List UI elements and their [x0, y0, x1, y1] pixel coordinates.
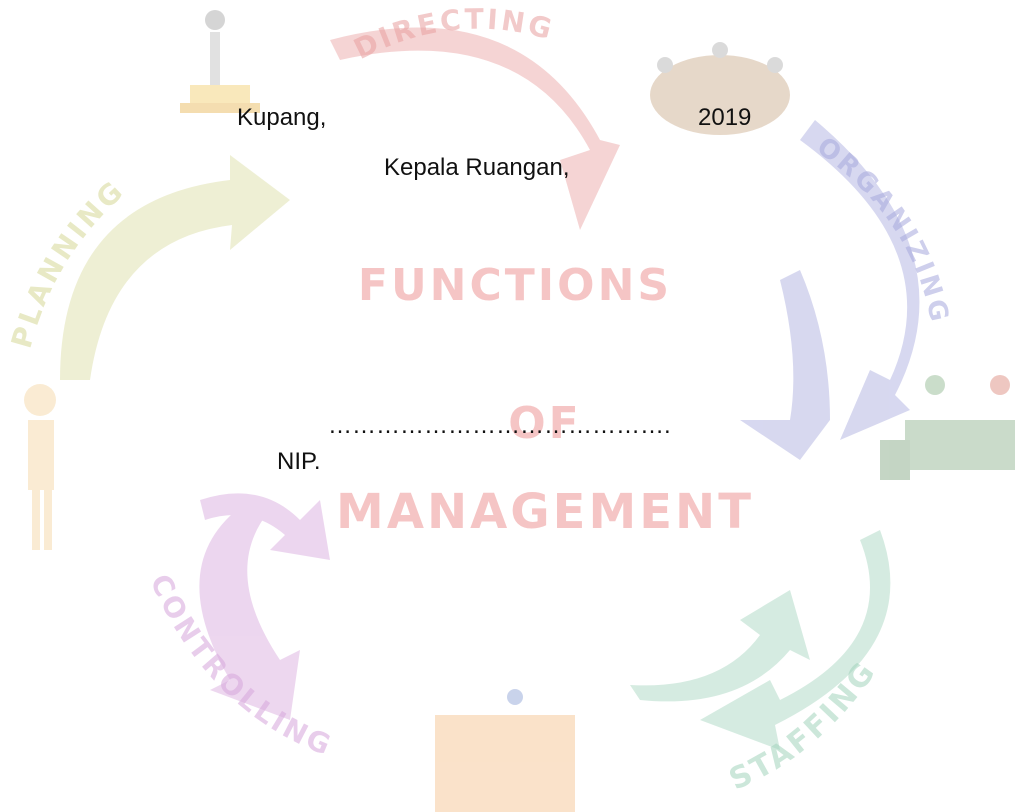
controlling-arrow — [199, 493, 330, 720]
planning-arrow — [60, 155, 290, 380]
signature-name-line: ……………………………………. — [328, 412, 671, 439]
organizing-arrow — [740, 120, 920, 460]
nip-label: NIP. — [277, 448, 321, 475]
svg-text:ORGANIZING: ORGANIZING — [811, 132, 954, 327]
arc-label-organizing: ORGANIZING — [811, 132, 951, 327]
staffing-arrow — [630, 530, 891, 750]
position-title: Kepala Ruangan, — [384, 154, 570, 181]
arc-label-directing: DIRECTING — [349, 3, 555, 66]
desk-team-figure — [880, 375, 1015, 480]
svg-text:DIRECTING: DIRECTING — [349, 3, 558, 66]
meeting-table-figure — [650, 42, 790, 135]
watermark-title-management: MANAGEMENT — [336, 484, 754, 540]
watermark-title-of: OF — [508, 398, 581, 449]
place-label: Kupang, — [237, 104, 327, 131]
watermark-title-functions: FUNCTIONS — [358, 260, 672, 311]
year-label: 2019 — [698, 104, 752, 131]
directing-arrow — [330, 27, 620, 230]
presenter-figure — [180, 10, 260, 113]
planner-figure — [24, 384, 56, 550]
crowd-figure — [435, 689, 575, 812]
